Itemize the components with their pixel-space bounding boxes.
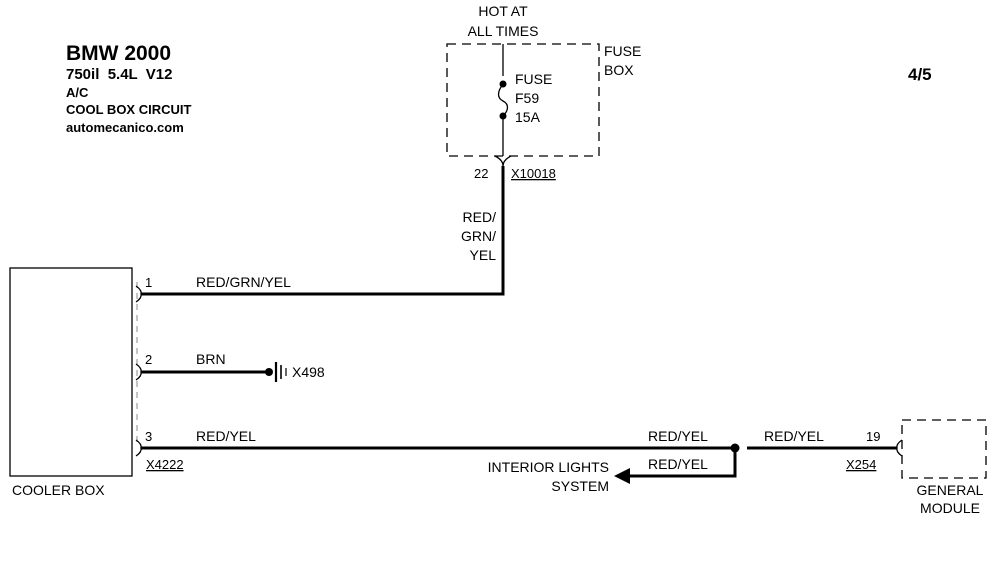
general-module-outline — [901, 419, 987, 479]
fuse-box-label-1: FUSE — [604, 43, 641, 59]
wire-vertical-color-3: YEL — [470, 247, 497, 263]
pin3-wire-color: RED/YEL — [196, 428, 256, 444]
vehicle-model: 750il 5.4L V12 — [66, 66, 172, 83]
splice-right-wire-color: RED/YEL — [764, 428, 824, 444]
fuse-id: F59 — [515, 90, 539, 106]
fuse-box-label-2: BOX — [604, 62, 634, 78]
ground-terminal — [265, 368, 273, 376]
connector-x10018-label: X10018 — [511, 166, 556, 181]
pin2-wire-color: BRN — [196, 351, 226, 367]
fuse-rating: 15A — [515, 109, 541, 125]
fuse-box-outline — [446, 43, 600, 157]
wire-vertical-color-2: GRN/ — [461, 228, 496, 244]
cooler-box-connector-id: X4222 — [146, 457, 184, 472]
cooler-box-label: COOLER BOX — [12, 482, 105, 498]
general-module-label-2: MODULE — [920, 500, 980, 516]
page-number: 4/5 — [908, 65, 932, 84]
pin1-number: 1 — [145, 275, 152, 290]
interior-lights-arrow — [614, 468, 630, 484]
wire-red-yel-to-interior-lights — [628, 448, 737, 478]
pin2-number: 2 — [145, 352, 152, 367]
hot-at-label-2: ALL TIMES — [468, 23, 539, 39]
interior-lights-label-1: INTERIOR LIGHTS — [488, 459, 609, 475]
general-module-connector-symbol — [896, 439, 903, 457]
hot-at-label-1: HOT AT — [478, 3, 528, 19]
pin3-connector-symbol — [135, 439, 142, 457]
interior-lights-label-2: SYSTEM — [551, 478, 609, 494]
source-site: automecanico.com — [66, 120, 184, 135]
cooler-box-component — [9, 267, 133, 477]
fuse-word: FUSE — [515, 71, 552, 87]
diagram-title: BMW 2000 — [66, 42, 171, 65]
wire-vertical-color-1: RED/ — [463, 209, 497, 225]
general-module-label-1: GENERAL — [917, 482, 984, 498]
general-module-connector-id: X254 — [846, 457, 876, 472]
general-module-pin: 19 — [866, 429, 880, 444]
connector-x10018-symbol — [494, 155, 512, 167]
pin3-number: 3 — [145, 429, 152, 444]
pin1-connector-symbol — [135, 285, 142, 303]
ground-id: X498 — [292, 364, 325, 380]
pin1-wire-color: RED/GRN/YEL — [196, 274, 291, 290]
wire-red-grn-yel-vertical — [141, 166, 505, 296]
fuse-symbol — [497, 83, 509, 117]
splice-down-wire-color: RED/YEL — [648, 456, 708, 472]
splice-left-wire-color: RED/YEL — [648, 428, 708, 444]
circuit-name: COOL BOX CIRCUIT — [66, 102, 191, 117]
fuse-box-pin: 22 — [474, 166, 488, 181]
system-name: A/C — [66, 85, 89, 100]
